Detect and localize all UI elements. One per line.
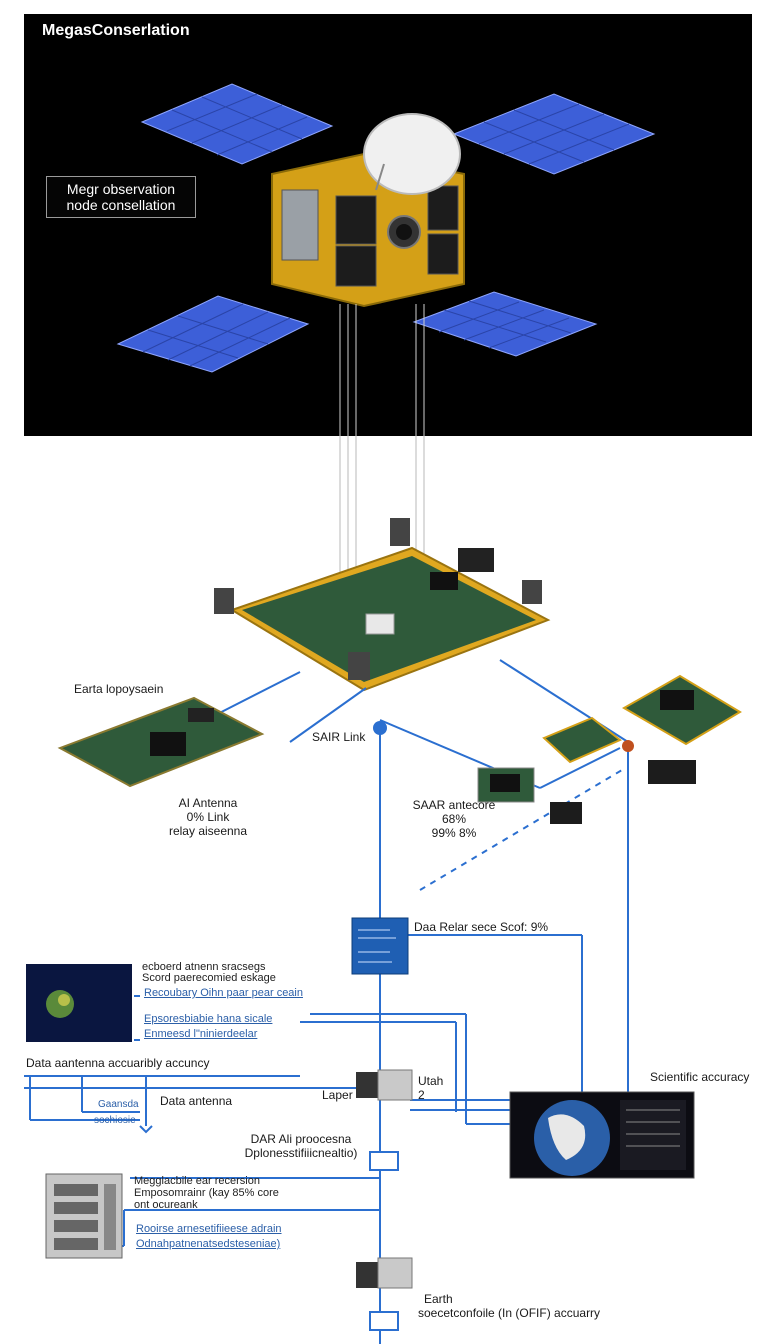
dar-line1: DAR Ali proocesna (250, 1132, 352, 1146)
earth-device (356, 1257, 413, 1289)
node-label-line1: Megr observation (66, 181, 176, 197)
chip-2 (648, 760, 696, 784)
bracket-label-2: sochiosie (94, 1115, 136, 1126)
tethers (339, 304, 425, 436)
link-lines (24, 659, 629, 1344)
laper-device (356, 1069, 413, 1101)
sair-link-label: SAIR Link (312, 730, 366, 744)
bracket-label-1: Gaansda (98, 1099, 139, 1110)
panel1-link1[interactable]: Recoubary Oihn paar pear ceain (144, 987, 303, 999)
panel1-line2: Scord paerecomied eskage (142, 972, 276, 984)
panel2-line3: ont ocureank (134, 1199, 198, 1211)
chip-1 (550, 802, 582, 824)
page-title: MegasConserlation (42, 22, 190, 39)
right-circuit-board-small (542, 716, 634, 764)
earth-box (369, 1311, 399, 1331)
dar-label: DAR Ali proocesna Dplonesstifiiicnealtio… (238, 1132, 364, 1160)
right-circuit-board-large (621, 674, 742, 746)
data-relay-label: Daa Relar sece Scof: 9% (414, 920, 549, 934)
node-constellation-label: Megr observation node consellation (46, 176, 196, 218)
arrow-down-icon (139, 1125, 153, 1134)
dar-line2: Dplonesstifiiicnealtio) (244, 1146, 358, 1160)
panel2-line1: Megglacbile ear recersion (134, 1175, 260, 1187)
ai-antenna-line1: AI Antenna (178, 796, 238, 810)
data-accuracy-label: Data aantenna accuaribly accuncy (26, 1056, 210, 1070)
main-circuit-board (214, 518, 551, 692)
server-rack (45, 1173, 123, 1259)
left-circuit-board (57, 696, 265, 788)
utah-line1: Utah (418, 1074, 444, 1088)
earth-lopoysaein-label: Earta lopoysaein (74, 682, 164, 696)
ai-antenna-label: AI Antenna 0% Link relay aiseenna (160, 796, 256, 838)
panel1-line1: ecboerd atnenn sracsegs (142, 961, 266, 973)
utah-line2: 2 (418, 1088, 425, 1102)
dar-box (369, 1151, 399, 1171)
satellite-illustration (116, 83, 656, 436)
solar-panel-bottom-left (116, 295, 310, 373)
saar-line3: 99% 8% (431, 826, 477, 840)
panel2-link1[interactable]: Rooirse arnesetifiieese adrain (136, 1223, 282, 1235)
panel2-line2: Emposomrainr (kay 85% core (134, 1187, 279, 1199)
satellite-body (271, 152, 465, 308)
scientific-accuracy-label: Scientific accuracy (650, 1070, 750, 1084)
panel2-link2[interactable]: Odnahpatnenatsedsteseniae) (136, 1238, 281, 1250)
panel1-link3[interactable]: Enmeesd l"ninierdeelar (144, 1028, 258, 1040)
link-node (373, 721, 387, 735)
solar-panel-bottom-right (412, 291, 598, 357)
earth-accuracy-label: soecetconfoile (In (OFIF) accuarry (418, 1306, 601, 1320)
saar-line2: 68% (441, 812, 467, 826)
earth-thumbnail (26, 964, 132, 1042)
panel1-link2[interactable]: Epsoresbiabie hana sicale (144, 1013, 273, 1025)
node-label-line2: node consellation (66, 197, 176, 213)
globe-screen (509, 1091, 695, 1179)
earth-label: Earth (424, 1292, 453, 1306)
data-relay-box (351, 917, 409, 975)
solar-panel-top-left (140, 83, 334, 165)
utah-label: Utah 2 (418, 1074, 443, 1102)
saar-antecore-label: SAAR antecore 68% 99% 8% (408, 798, 500, 840)
solar-panel-top-right (452, 93, 656, 175)
data-antenna-label: Data antenna (160, 1094, 233, 1108)
dish-antenna (363, 113, 461, 195)
space-scene: MegasConserlation (24, 14, 752, 436)
ai-antenna-line2: 0% Link (186, 810, 230, 824)
ai-antenna-line3: relay aiseenna (168, 824, 248, 838)
laper-label: Laper (322, 1088, 353, 1102)
saar-line1: SAAR antecore (412, 798, 496, 812)
dashed-link (419, 769, 623, 891)
